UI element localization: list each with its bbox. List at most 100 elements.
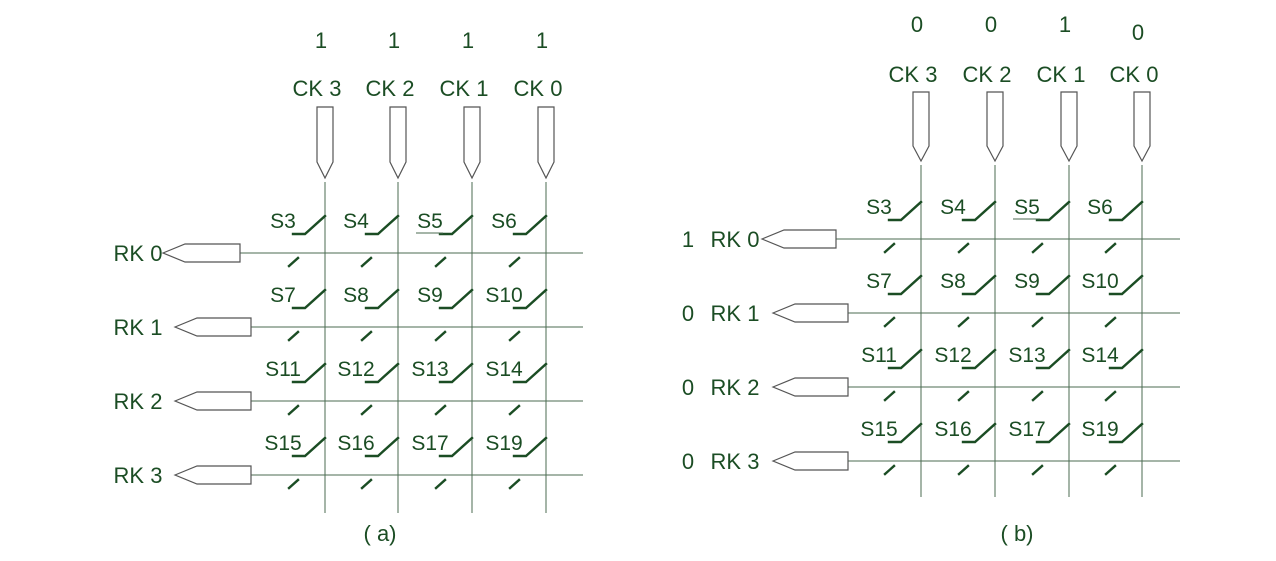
switch-0-0: S3 bbox=[866, 196, 923, 254]
switch-lever bbox=[364, 436, 400, 458]
row-port-3 bbox=[173, 465, 252, 485]
switch-contact bbox=[434, 404, 447, 416]
column-port-0 bbox=[316, 106, 334, 180]
switch-2-3: S14 bbox=[1081, 344, 1144, 402]
column-port-3 bbox=[537, 106, 555, 180]
row-label: RK 3 bbox=[114, 463, 163, 488]
switch-lever bbox=[1035, 348, 1071, 370]
column-label: CK 3 bbox=[293, 76, 342, 101]
switch-2-1: S12 bbox=[934, 344, 997, 402]
switch-contact bbox=[957, 390, 970, 402]
switch-label: S11 bbox=[861, 344, 897, 367]
row-label: RK 2 bbox=[711, 375, 760, 400]
switch-lever bbox=[961, 348, 997, 370]
column-label: CK 2 bbox=[366, 76, 415, 101]
switch-2-3: S14 bbox=[485, 358, 548, 416]
switch-label: S9 bbox=[417, 284, 443, 307]
switch-0-1: S4 bbox=[343, 210, 400, 268]
switch-label: S19 bbox=[485, 432, 522, 455]
switch-3-3: S19 bbox=[485, 432, 548, 490]
column-value: 0 bbox=[911, 12, 923, 37]
switch-label: S11 bbox=[265, 358, 301, 381]
row-label: RK 0 bbox=[114, 241, 163, 266]
switch-contact bbox=[360, 478, 373, 490]
switch-contact bbox=[957, 464, 970, 476]
switch-lever bbox=[961, 274, 997, 296]
switch-contact bbox=[508, 404, 521, 416]
switch-contact bbox=[883, 316, 896, 328]
column-label: CK 1 bbox=[440, 76, 489, 101]
column-port-0 bbox=[912, 91, 930, 163]
switch-lever bbox=[364, 362, 400, 384]
switch-lever bbox=[438, 436, 474, 458]
switch-contact bbox=[883, 242, 896, 254]
switch-lever bbox=[1108, 348, 1144, 370]
switch-label: S7 bbox=[270, 284, 296, 307]
switch-label: S15 bbox=[860, 418, 897, 441]
switch-2-1: S12 bbox=[337, 358, 400, 416]
switch-2-0: S11 bbox=[861, 344, 923, 402]
row-port-3 bbox=[771, 451, 849, 471]
switch-contact bbox=[1031, 464, 1044, 476]
row-port-1 bbox=[771, 303, 849, 323]
switch-0-3: S6 bbox=[1087, 196, 1144, 254]
switch-contact bbox=[360, 404, 373, 416]
column-value: 1 bbox=[388, 28, 400, 53]
column-value: 0 bbox=[985, 12, 997, 37]
panel-caption: ( b) bbox=[1001, 521, 1034, 546]
column-label: CK 1 bbox=[1037, 62, 1086, 87]
switch-label: S5 bbox=[1014, 196, 1040, 219]
switch-contact bbox=[1104, 316, 1117, 328]
switch-lever bbox=[887, 200, 923, 222]
row-value: 0 bbox=[682, 449, 694, 474]
switch-label: S16 bbox=[337, 432, 374, 455]
column-value: 1 bbox=[315, 28, 327, 53]
switch-1-1: S8 bbox=[343, 284, 400, 342]
switch-label: S5 bbox=[417, 210, 443, 233]
column-value: 1 bbox=[536, 28, 548, 53]
switch-0-2: S5 bbox=[1013, 196, 1071, 254]
row-value: 0 bbox=[682, 375, 694, 400]
row-value: 0 bbox=[682, 301, 694, 326]
switch-3-2: S17 bbox=[411, 432, 474, 490]
switch-lever bbox=[291, 436, 327, 458]
switch-1-0: S7 bbox=[866, 270, 923, 328]
switch-label: S17 bbox=[411, 432, 448, 455]
column-port-2 bbox=[1060, 91, 1078, 163]
switch-label: S17 bbox=[1008, 418, 1045, 441]
switch-1-3: S10 bbox=[485, 284, 548, 342]
switch-label: S16 bbox=[934, 418, 971, 441]
column-port-1 bbox=[986, 91, 1004, 163]
switch-lever bbox=[512, 436, 548, 458]
switch-contact bbox=[360, 256, 373, 268]
switch-lever bbox=[512, 288, 548, 310]
switch-lever bbox=[1108, 422, 1144, 444]
switch-1-0: S7 bbox=[270, 284, 327, 342]
switch-0-1: S4 bbox=[940, 196, 997, 254]
switch-lever bbox=[291, 362, 327, 384]
switch-label: S7 bbox=[866, 270, 892, 293]
row-port-2 bbox=[173, 391, 252, 411]
column-label: CK 0 bbox=[1110, 62, 1159, 87]
row-label: RK 2 bbox=[114, 389, 163, 414]
switch-2-0: S11 bbox=[265, 358, 327, 416]
switch-1-1: S8 bbox=[940, 270, 997, 328]
switch-contact bbox=[1104, 390, 1117, 402]
switch-1-3: S10 bbox=[1081, 270, 1144, 328]
switch-label: S8 bbox=[940, 270, 966, 293]
switch-label: S12 bbox=[934, 344, 971, 367]
switch-label: S10 bbox=[1081, 270, 1118, 293]
switch-label: S6 bbox=[1087, 196, 1113, 219]
switch-lever bbox=[512, 362, 548, 384]
switch-lever bbox=[1108, 200, 1144, 222]
switch-contact bbox=[1104, 242, 1117, 254]
column-label: CK 2 bbox=[963, 62, 1012, 87]
switch-lever bbox=[1035, 274, 1071, 296]
switch-lever bbox=[887, 422, 923, 444]
switch-label: S10 bbox=[485, 284, 522, 307]
column-port-2 bbox=[463, 106, 481, 180]
switch-label: S12 bbox=[337, 358, 374, 381]
switch-3-0: S15 bbox=[860, 418, 923, 476]
switch-0-0: S3 bbox=[270, 210, 327, 268]
